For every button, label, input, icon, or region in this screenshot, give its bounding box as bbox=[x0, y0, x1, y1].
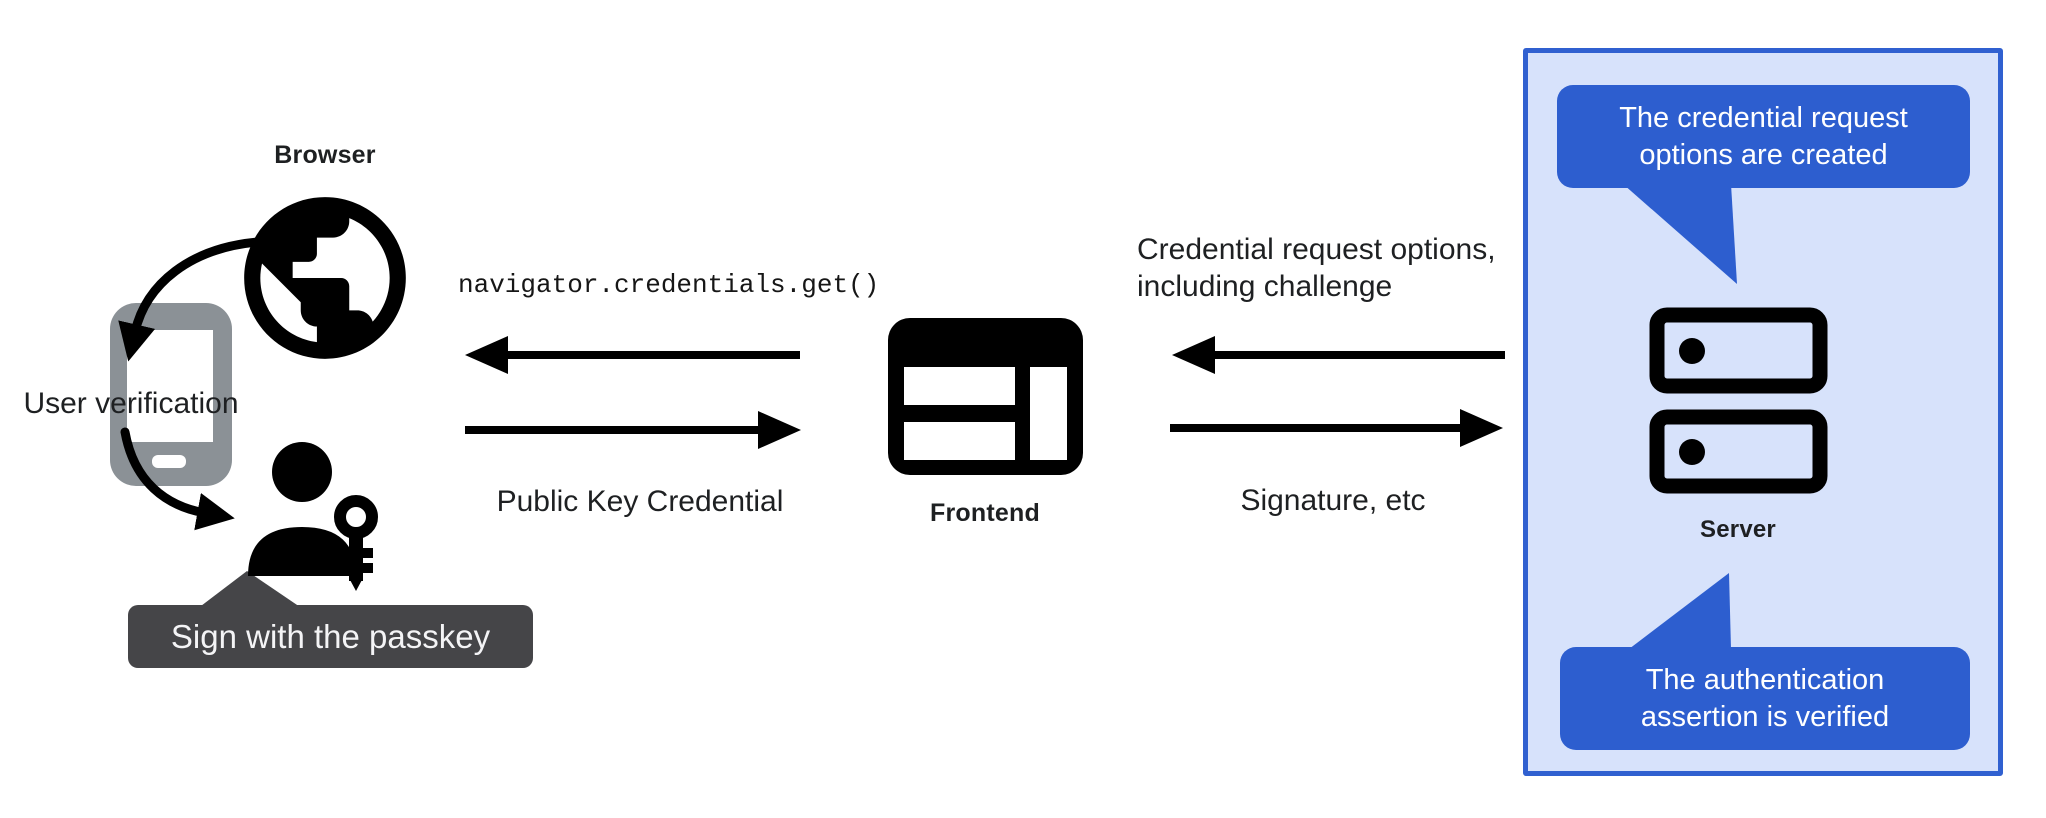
curved-arrow-browser-to-phone bbox=[118, 237, 263, 362]
globe-icon bbox=[244, 197, 406, 359]
signature-label: Signature, etc bbox=[1240, 484, 1426, 517]
arrow-frontend-to-server bbox=[1170, 409, 1503, 447]
browser-label: Browser bbox=[274, 141, 376, 169]
person-with-key-icon bbox=[248, 442, 378, 591]
curved-arrow-phone-to-user bbox=[120, 427, 235, 531]
assertion-verified-line1: The authentication bbox=[1645, 663, 1885, 696]
options-created-line1: The credential request bbox=[1619, 101, 1908, 134]
assertion-verified-bubble: The authentication assertion is verified bbox=[1560, 647, 1970, 750]
assertion-verified-line2: assertion is verified bbox=[1640, 700, 1890, 733]
public-key-credential-label: Public Key Credential bbox=[496, 485, 784, 518]
frontend-label: Frontend bbox=[930, 499, 1040, 527]
server-label: Server bbox=[1700, 516, 1776, 543]
arrow-frontend-to-browser bbox=[465, 336, 800, 374]
arrow-browser-to-frontend bbox=[465, 411, 801, 449]
options-created-line2: options are created bbox=[1639, 138, 1888, 171]
navigator-credentials-get-label: navigator.credentials.get() bbox=[458, 270, 880, 300]
sign-with-passkey-text: Sign with the passkey bbox=[170, 617, 491, 655]
credential-request-line1: Credential request options, bbox=[1137, 233, 1496, 266]
arrow-server-to-frontend bbox=[1172, 336, 1505, 374]
credential-request-line2: including challenge bbox=[1137, 270, 1393, 303]
browser-window-icon bbox=[888, 318, 1083, 475]
user-verification-label: User verification bbox=[23, 387, 239, 420]
key-icon bbox=[334, 495, 378, 591]
credential-request-options-label: Credential request options, including ch… bbox=[1137, 231, 1496, 305]
tooltip-pointer bbox=[197, 571, 303, 609]
options-created-bubble: The credential request options are creat… bbox=[1557, 85, 1970, 188]
sign-with-passkey-tooltip: Sign with the passkey bbox=[128, 605, 533, 668]
